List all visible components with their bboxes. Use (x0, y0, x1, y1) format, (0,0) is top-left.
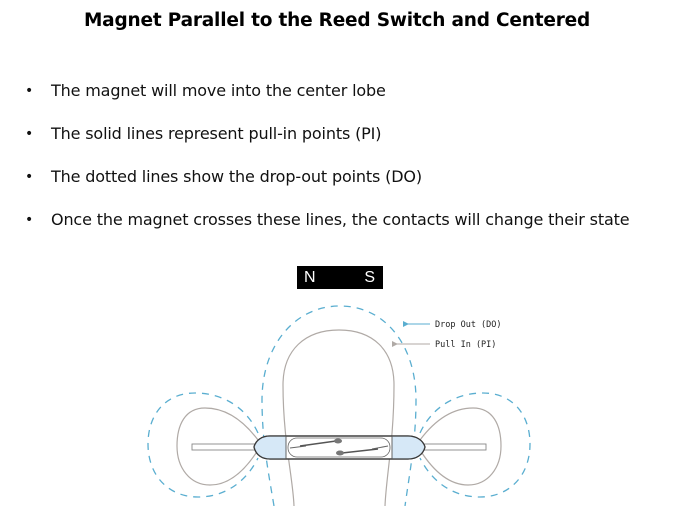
bullet-text: The solid lines represent pull-in points… (51, 124, 382, 143)
glass-end-right (392, 436, 425, 459)
pull-in-left-lobe (176, 407, 259, 486)
reed-switch-diagram: Drop Out (DO) Pull In (PI) (147, 305, 531, 506)
pull-in-right-lobe (419, 407, 502, 486)
drop-out-lines (147, 305, 531, 506)
bullet-text: The magnet will move into the center lob… (51, 81, 386, 100)
drop-out-right-lobe (419, 392, 531, 498)
drop-out-center-lobe (261, 305, 417, 506)
magnet-north-label: N (304, 269, 316, 286)
drop-out-label: Drop Out (DO) (435, 320, 502, 330)
pull-in-label: Pull In (PI) (435, 340, 496, 350)
bullet-dot-icon: • (25, 212, 34, 228)
reed-contacts (289, 438, 389, 456)
pull-in-center-lobe (282, 329, 395, 506)
bullet-dot-icon: • (25, 169, 34, 185)
left-lead (191, 443, 259, 451)
bullet-text: The dotted lines show the drop-out point… (51, 167, 422, 186)
magnet-south-label: S (364, 269, 375, 286)
glass-end-left (254, 436, 286, 459)
right-lead (419, 443, 487, 451)
pull-in-lines (176, 329, 502, 506)
slide-title: Magnet Parallel to the Reed Switch and C… (83, 10, 591, 31)
bullet-text: Once the magnet crosses these lines, the… (51, 210, 630, 229)
bullet-dot-icon: • (25, 126, 34, 142)
bullet-dot-icon: • (25, 83, 34, 99)
bar-magnet: N S (297, 266, 383, 289)
drop-out-left-lobe (147, 392, 259, 498)
